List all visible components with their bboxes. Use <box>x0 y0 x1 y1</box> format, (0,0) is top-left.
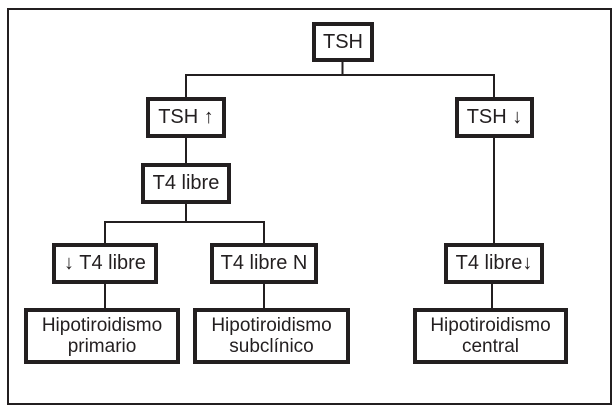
node-tsh: TSH <box>312 22 374 62</box>
node-hipotiroidismo-primario-label: Hipotiroidismo primario <box>41 314 163 357</box>
node-t4-libre-low-label: ↓ T4 libre <box>64 252 146 275</box>
node-t4-libre-normal-label: T4 libre N <box>220 252 308 275</box>
outer-frame <box>7 8 612 405</box>
node-t4-libre-label: T4 libre <box>152 172 220 195</box>
node-hipotiroidismo-central: Hipotiroidismo central <box>413 308 568 364</box>
node-t4-libre: T4 libre <box>141 163 231 204</box>
node-hipotiroidismo-central-label: Hipotiroidismo central <box>430 314 551 357</box>
node-tsh-low: TSH ↓ <box>455 97 534 138</box>
node-t4-libre-normal: T4 libre N <box>210 243 318 284</box>
node-tsh-label: TSH <box>323 30 363 53</box>
node-tsh-low-label: TSH ↓ <box>466 106 523 129</box>
node-hipotiroidismo-subclinico-label: Hipotiroidismo subclínico <box>211 314 332 357</box>
node-tsh-high: TSH ↑ <box>146 97 226 138</box>
node-hipotiroidismo-primario: Hipotiroidismo primario <box>24 308 180 364</box>
node-t4-libre-down: T4 libre↓ <box>444 243 544 284</box>
node-t4-libre-down-label: T4 libre↓ <box>455 252 533 275</box>
node-t4-libre-low: ↓ T4 libre <box>52 243 158 284</box>
node-hipotiroidismo-subclinico: Hipotiroidismo subclínico <box>193 308 350 364</box>
node-tsh-high-label: TSH ↑ <box>158 106 214 129</box>
